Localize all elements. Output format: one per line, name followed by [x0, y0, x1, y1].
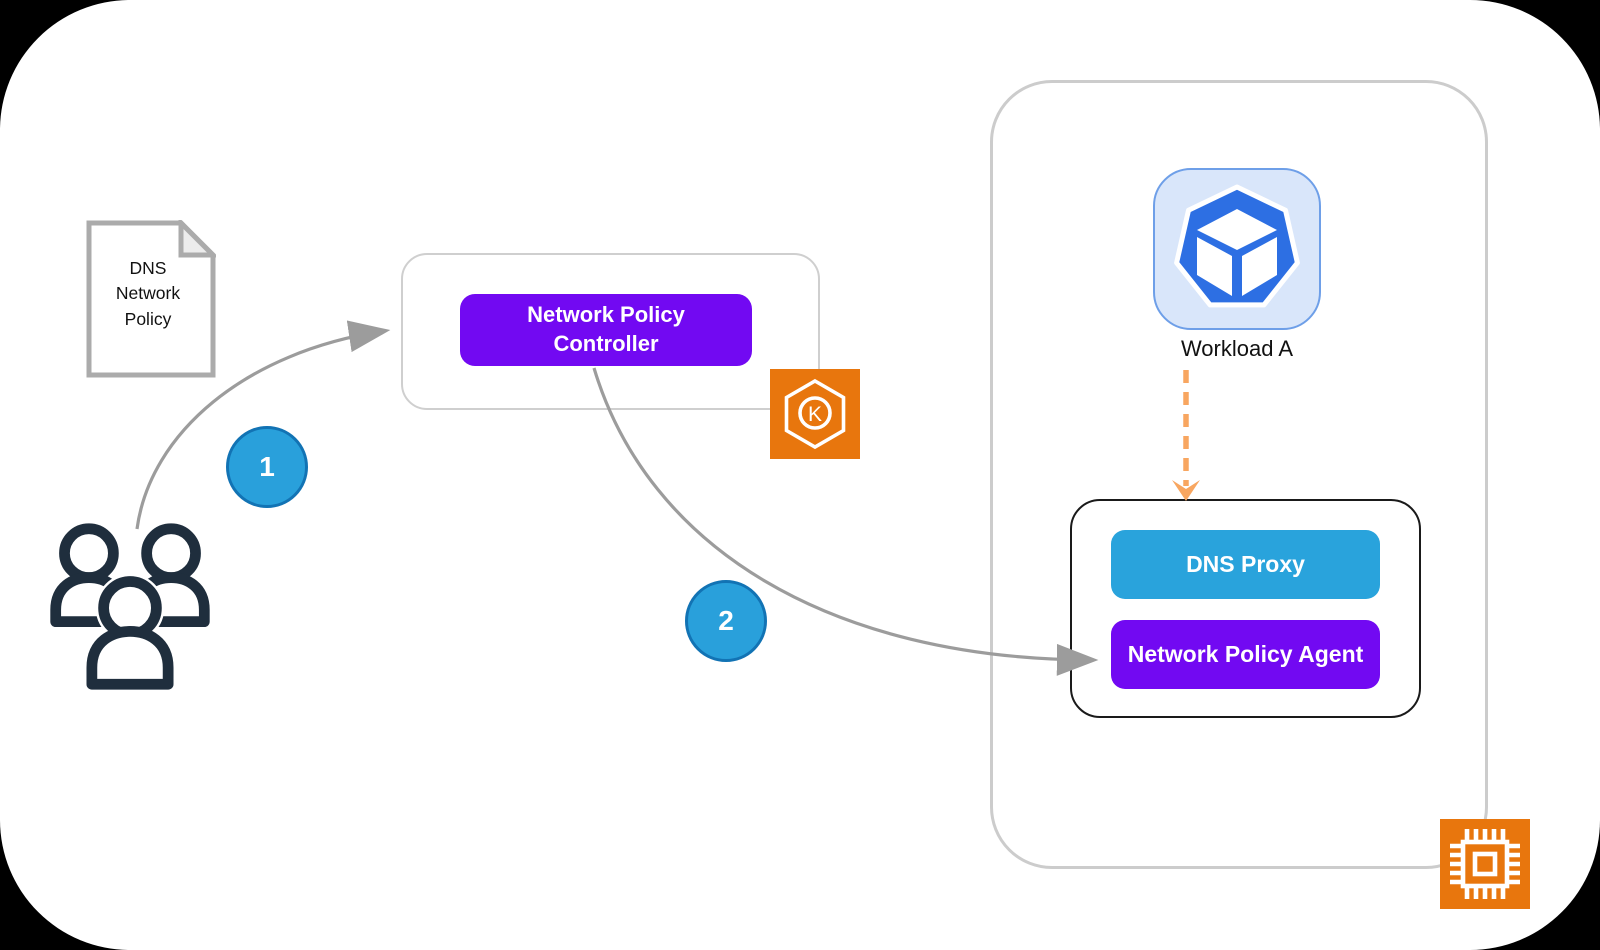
dns-policy-document: DNS Network Policy — [86, 216, 220, 378]
dns-proxy: DNS Proxy — [1111, 530, 1380, 599]
workload-tile — [1153, 168, 1321, 330]
users-group — [46, 518, 214, 694]
document-label: DNS Network Policy — [115, 258, 181, 329]
container-workload-icon — [1174, 184, 1300, 308]
eks-letter: K — [808, 403, 822, 426]
cpu-chip-icon — [1450, 829, 1520, 899]
step-2-badge: 2 — [685, 580, 767, 662]
network-policy-agent: Network Policy Agent — [1111, 620, 1380, 689]
chip-tile — [1440, 819, 1530, 909]
eks-tile: K — [770, 369, 860, 459]
users-group-icon — [50, 523, 210, 692]
step-1-badge: 1 — [226, 426, 308, 508]
eks-kubernetes-icon: K — [784, 378, 846, 450]
workload-label: Workload A — [1180, 336, 1294, 361]
network-policy-controller: Network Policy Controller — [460, 294, 752, 366]
